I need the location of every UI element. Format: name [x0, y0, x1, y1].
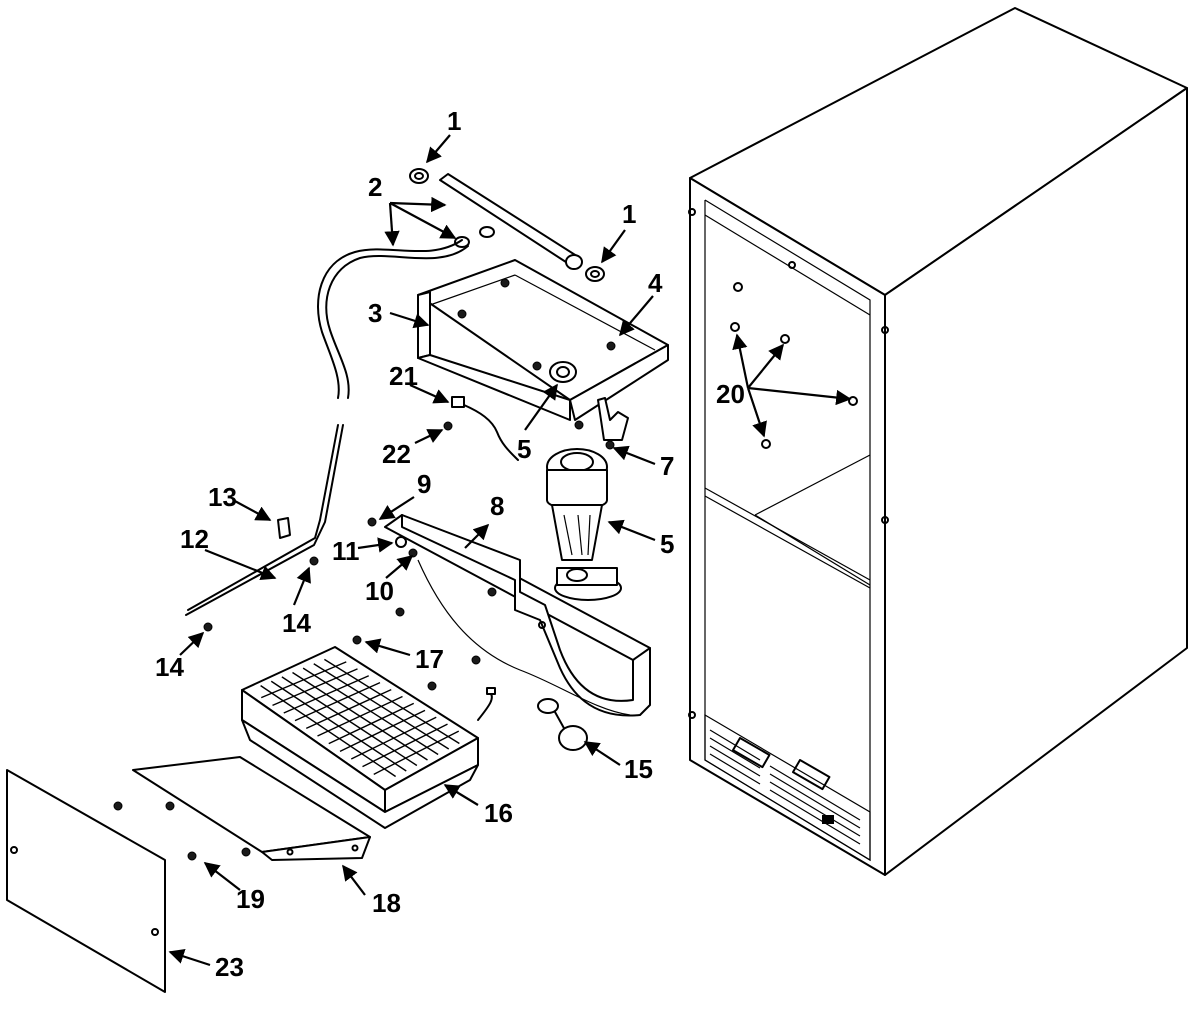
callout-3: 3 [368, 298, 382, 328]
ice-tray-bracket [417, 259, 669, 430]
drain-rod [185, 424, 344, 632]
callout-16: 16 [484, 798, 513, 828]
callout-17: 17 [415, 644, 444, 674]
leader-lines [168, 134, 852, 967]
deflector-panel [113, 756, 371, 861]
callout-labels: 1 1 2 3 4 5 5 7 8 9 10 11 12 13 14 14 15… [155, 106, 745, 982]
callout-5-tray: 5 [517, 434, 531, 464]
callout-9: 9 [417, 469, 431, 499]
ice-basket [241, 646, 496, 829]
callout-7: 7 [660, 451, 674, 481]
drain-cap [537, 698, 588, 751]
mounting-bracket [352, 514, 651, 717]
freezer-cabinet [688, 7, 1188, 876]
callout-13: 13 [208, 482, 237, 512]
callout-14-left: 14 [155, 652, 184, 682]
fill-tube-assembly [317, 168, 605, 399]
callout-11: 11 [332, 536, 360, 566]
callout-19: 19 [236, 884, 265, 914]
front-panel [6, 769, 166, 993]
pump-motor-assembly [546, 397, 629, 601]
callout-22: 22 [382, 439, 411, 469]
callout-10: 10 [365, 576, 394, 606]
callout-12: 12 [180, 524, 209, 554]
callout-20: 20 [716, 379, 745, 409]
callout-15: 15 [624, 754, 653, 784]
callout-1-top: 1 [447, 106, 461, 136]
callout-1-right: 1 [622, 199, 636, 229]
sensor-and-screw [443, 396, 519, 461]
callout-8: 8 [490, 491, 504, 521]
callout-5-motor: 5 [660, 529, 674, 559]
callout-2: 2 [368, 172, 382, 202]
callout-18: 18 [372, 888, 401, 918]
callout-21: 21 [389, 361, 418, 391]
callout-4: 4 [648, 268, 663, 298]
callout-14-right: 14 [282, 608, 311, 638]
callout-23: 23 [215, 952, 244, 982]
